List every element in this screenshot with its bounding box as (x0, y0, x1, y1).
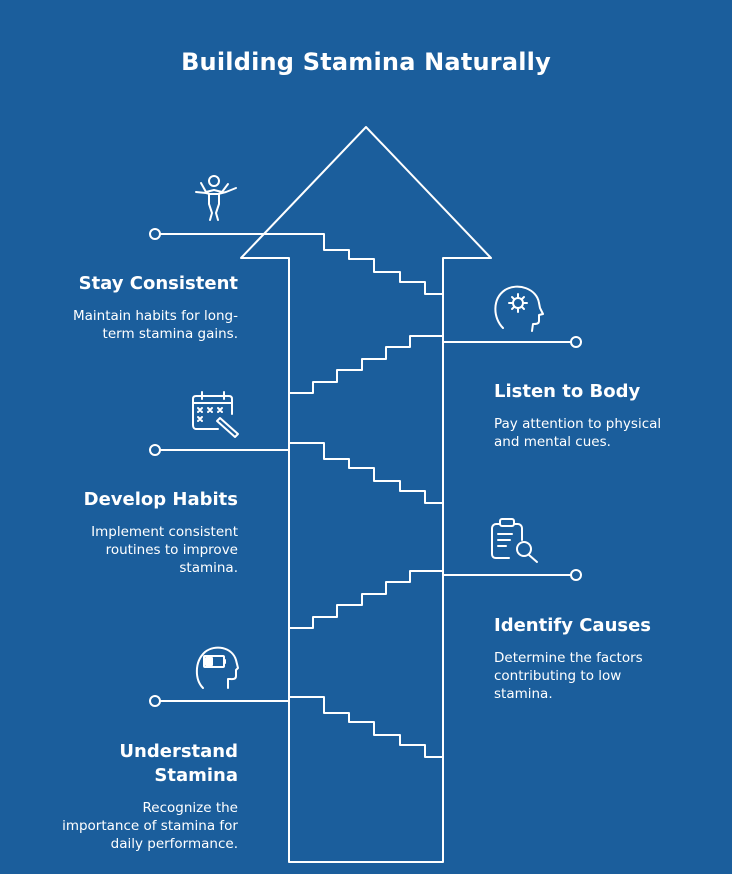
brain-battery-icon (195, 646, 239, 689)
step-2-title: Identify Causes (494, 615, 652, 636)
stair-5 (288, 233, 444, 295)
stair-3 (288, 442, 444, 504)
step-2-description: Determine the factors contributing to lo… (494, 650, 643, 702)
connector-dot-3 (149, 444, 161, 456)
page-title: Building Stamina Naturally (181, 48, 551, 76)
head-gear-icon (494, 285, 544, 332)
stair-1 (288, 696, 444, 758)
step-1-title: Understand Stamina (119, 741, 238, 786)
step-1-description: Recognize the importance of stamina for … (62, 800, 238, 852)
clipboard-search-icon (491, 518, 538, 563)
step-5-description: Maintain habits for long-term stamina ga… (72, 308, 238, 342)
step-4-title: Listen to Body (494, 381, 641, 402)
connector-dot-5 (149, 228, 161, 240)
calendar-pen-icon (192, 391, 239, 438)
connector-dot-4 (570, 336, 582, 348)
arrow-outline (240, 126, 492, 863)
connector-dot-2 (570, 569, 582, 581)
step-5-title: Stay Consistent (78, 273, 238, 294)
step-3-description: Implement consistent routines to improve… (91, 524, 238, 576)
step-4-description: Pay attention to physical and mental cue… (494, 416, 662, 450)
step-3-title: Develop Habits (83, 489, 238, 510)
stair-2 (288, 570, 444, 637)
runner-finish-icon (195, 175, 237, 221)
connector-dot-1 (149, 695, 161, 707)
stair-4 (288, 335, 444, 402)
